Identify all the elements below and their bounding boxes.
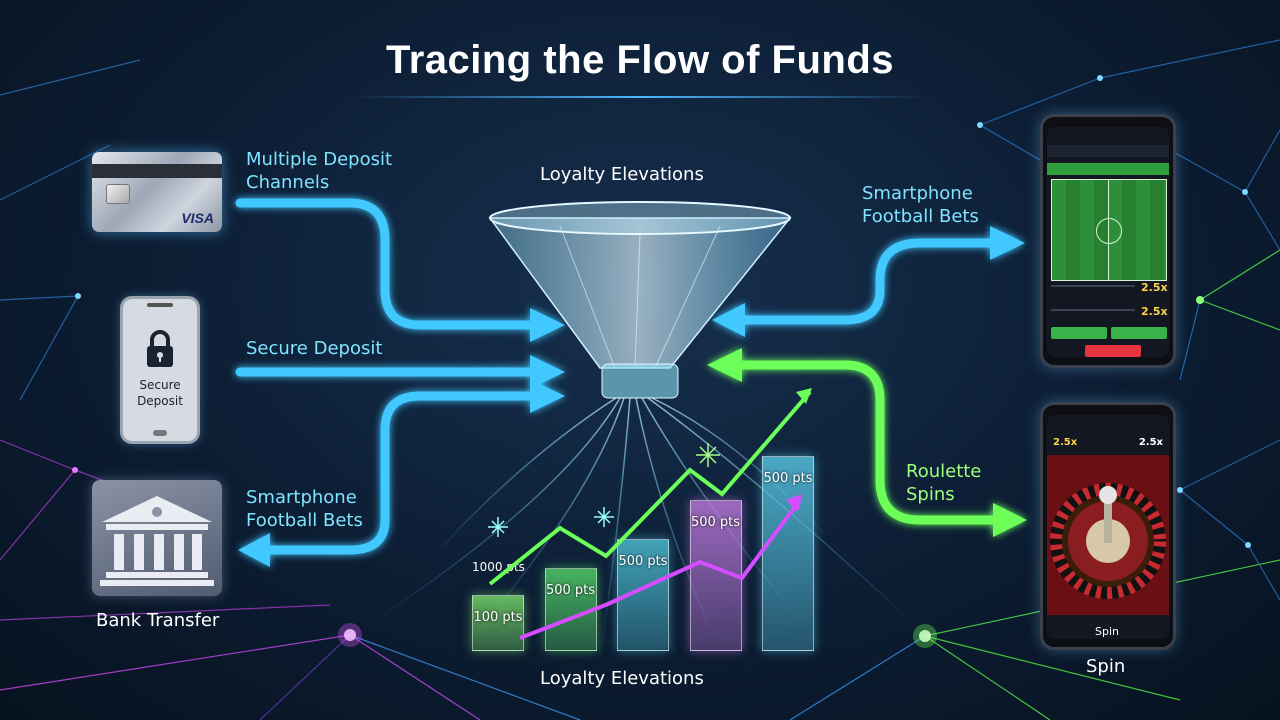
- sparkle-icons: [488, 443, 720, 537]
- arrowhead-football-out: [990, 226, 1025, 260]
- bank-building: [92, 480, 222, 596]
- arrow-phone-to-funnel: [740, 238, 1015, 325]
- label-multiple-deposit-channels: Multiple Deposit Channels: [246, 149, 393, 193]
- football-phone-screen: 2.5x 2.5x: [1047, 127, 1169, 357]
- spin-button[interactable]: Spin: [1095, 625, 1119, 638]
- arrowhead-to-funnel-green: [707, 348, 742, 382]
- phone-home-button: [153, 430, 167, 436]
- funnel-icon: [488, 201, 792, 399]
- arrow-funnel-to-bank: [263, 391, 535, 555]
- label-outgoing-football-bets: Smartphone Football Bets: [246, 487, 363, 531]
- card-magnetic-stripe: [92, 164, 222, 178]
- label-secure-deposit: Secure Deposit: [246, 338, 383, 359]
- roulette-phone-screen: 2.5x 2.5x Spin: [1047, 415, 1169, 639]
- credit-card: VISA: [92, 152, 222, 232]
- label-spin: Spin: [1086, 656, 1126, 677]
- football-pitch: [1051, 179, 1167, 281]
- bet-button-left[interactable]: [1051, 327, 1107, 339]
- roulette-phone: 2.5x 2.5x Spin: [1040, 402, 1176, 650]
- title-underline: [350, 96, 930, 98]
- card-brand: VISA: [181, 210, 214, 226]
- label-funnel-bottom: Loyalty Elevations: [540, 668, 704, 689]
- roulette-wheel-icon: [1047, 455, 1169, 615]
- arrowhead-bank-in: [530, 379, 565, 413]
- trend-arrowhead-green: [796, 388, 812, 404]
- bank-icon: [100, 496, 214, 586]
- page-title: Tracing the Flow of Funds: [385, 38, 895, 82]
- arrowhead-roulette: [993, 503, 1027, 537]
- label-bank-transfer: Bank Transfer: [96, 610, 220, 631]
- arrowhead-bank: [238, 533, 270, 567]
- label-smartphone-football-bets: Smartphone Football Bets: [862, 183, 979, 227]
- secure-deposit-phone-text: Secure Deposit: [137, 378, 183, 408]
- football-phone: 2.5x 2.5x: [1040, 114, 1176, 368]
- roulette-odds-left: 2.5x: [1053, 437, 1078, 448]
- arrow-card-to-funnel: [235, 198, 535, 330]
- arrowhead-secure: [530, 355, 565, 389]
- lock-icon: [147, 330, 173, 367]
- arrowhead-phone-to-funnel: [712, 303, 745, 337]
- arrowhead-card: [530, 308, 565, 342]
- trend-arrowhead-magenta: [786, 494, 802, 512]
- secure-deposit-phone: Secure Deposit: [120, 296, 200, 444]
- label-funnel-top: Loyalty Elevations: [540, 164, 704, 185]
- football-odds-1: 2.5x: [1141, 281, 1168, 294]
- bet-button-right[interactable]: [1111, 327, 1167, 339]
- arrow-roulette-to-funnel: [737, 360, 1000, 525]
- roulette-odds-right: 2.5x: [1138, 437, 1163, 448]
- card-chip-icon: [106, 184, 130, 204]
- place-bet-button[interactable]: [1085, 345, 1141, 357]
- phone-header-bar: [1047, 145, 1169, 157]
- phone-notch: [147, 303, 173, 307]
- label-roulette-spins: Roulette Spins: [906, 461, 982, 505]
- football-odds-2: 2.5x: [1141, 305, 1168, 318]
- loyalty-float-label: 1000 pts: [472, 560, 525, 574]
- phone-tab-bar: [1047, 163, 1169, 175]
- trend-line-green: [488, 390, 812, 586]
- trend-line-magenta: [519, 498, 802, 640]
